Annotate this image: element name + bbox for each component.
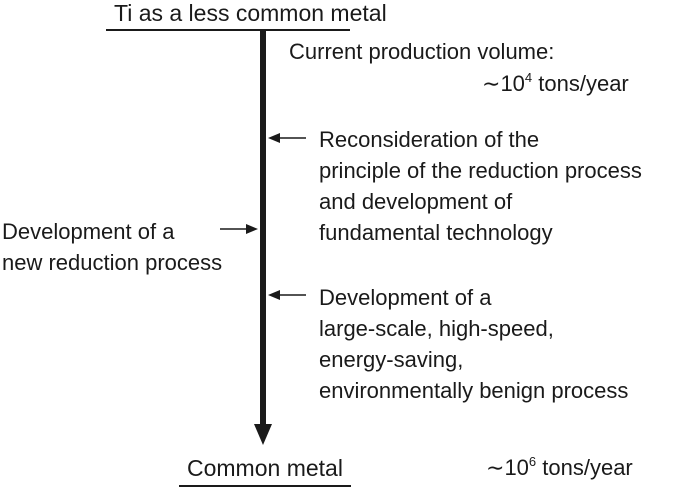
step1-line-2: principle of the reduction process xyxy=(319,158,642,183)
value-unit: tons/year xyxy=(536,455,633,480)
step2-arrow-head xyxy=(268,290,280,300)
left-line-2: new reduction process xyxy=(2,250,223,275)
future-production-value: ∼106 tons/year xyxy=(486,452,633,483)
left-line-1: Development of a xyxy=(2,219,175,244)
step2-line-1: Development of a xyxy=(319,285,492,310)
bottom-underline xyxy=(179,485,351,487)
value-exponent: 4 xyxy=(524,70,533,85)
value-base: 10 xyxy=(500,71,525,96)
step1-arrow-head xyxy=(268,133,280,143)
step2-line-3: energy-saving, xyxy=(319,347,464,372)
value-unit: tons/year xyxy=(532,71,629,96)
current-production-label: Current production volume: xyxy=(289,39,555,64)
value-exponent: 6 xyxy=(528,454,537,469)
tilde-symbol: ∼ xyxy=(486,455,505,480)
current-production-value: ∼104 tons/year xyxy=(482,68,629,99)
left-arrow-head xyxy=(246,224,258,234)
value-base: 10 xyxy=(504,455,529,480)
main-arrow-head xyxy=(254,424,272,445)
tilde-symbol: ∼ xyxy=(482,71,501,96)
top-underline xyxy=(106,29,350,31)
top-title: Ti as a less common metal xyxy=(114,0,387,26)
step1-line-3: and development of xyxy=(319,189,513,214)
bottom-title: Common metal xyxy=(187,455,343,481)
step1-line-4: fundamental technology xyxy=(319,220,553,245)
step2-line-2: large-scale, high-speed, xyxy=(319,316,554,341)
step1-line-1: Reconsideration of the xyxy=(319,127,540,152)
step2-line-4: environmentally benign process xyxy=(319,378,629,403)
